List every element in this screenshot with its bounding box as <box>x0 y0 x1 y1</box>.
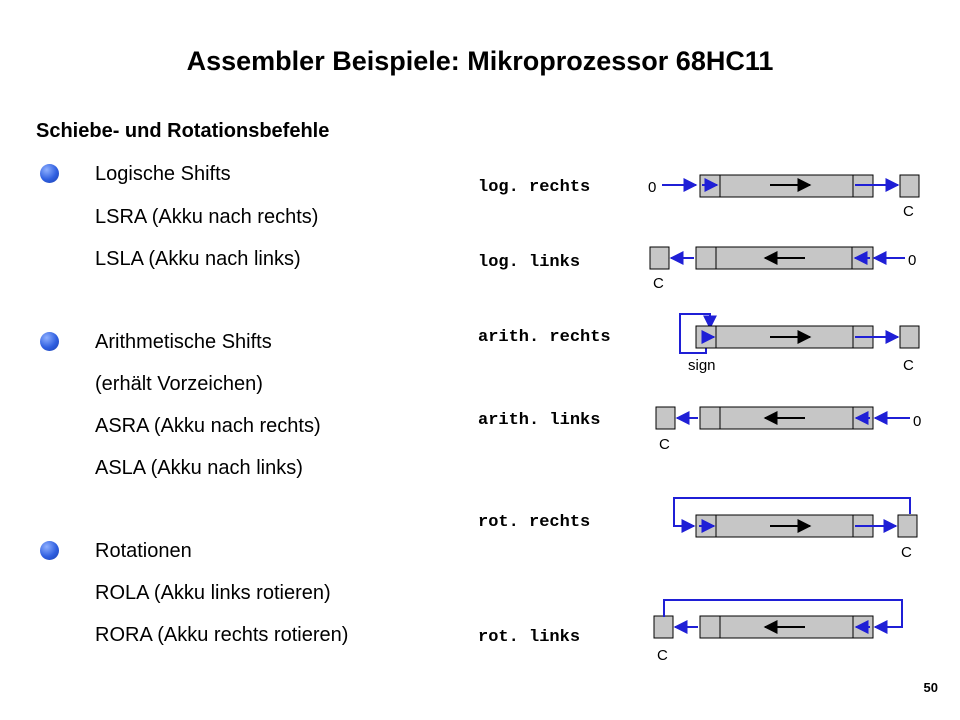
carry-box <box>655 406 676 430</box>
text-line-asra: ASRA (Akku nach rechts) <box>95 415 321 437</box>
diagram-label: log. rechts <box>478 178 590 197</box>
bullet-icon <box>40 332 59 351</box>
slide-title: Assembler Beispiele: Mikroprozessor 68HC… <box>186 46 774 76</box>
group-heading-rotations: Rotationen <box>95 540 192 562</box>
diagram-label: rot. rechts <box>478 513 590 532</box>
text-line-rora: RORA (Akku rechts rotieren) <box>95 624 349 646</box>
diagram-label: rot. links <box>478 628 580 647</box>
text-line-rola: ROLA (Akku links rotieren) <box>95 582 331 604</box>
text-line-lsra: LSRA (Akku nach rechts) <box>95 206 319 228</box>
bullet-icon <box>40 164 59 183</box>
diagram-log-rechts: log. rechts 0 C <box>478 174 920 220</box>
carry-label: C <box>657 647 668 664</box>
diagram-label: arith. links <box>478 411 600 430</box>
text-line-lsla: LSLA (Akku nach links) <box>95 248 301 270</box>
text-line-sign-note: (erhält Vorzeichen) <box>95 373 263 395</box>
page-number: 50 <box>923 680 938 695</box>
diagram-arith-links: arith. links C 0 <box>478 406 921 453</box>
carry-box <box>897 514 918 538</box>
shift-diagrams: log. rechts 0 C log. links C 0 <box>478 174 921 664</box>
carry-box <box>899 174 920 198</box>
carry-label: C <box>901 544 912 561</box>
group-heading-arithmetic: Arithmetische Shifts <box>95 331 272 353</box>
carry-box <box>899 325 920 349</box>
diagram-rot-rechts: rot. rechts C <box>478 497 918 561</box>
carry-label: C <box>903 203 914 220</box>
carry-box <box>653 615 674 639</box>
diagram-label: arith. rechts <box>478 328 611 347</box>
carry-label: C <box>653 275 664 292</box>
text-line-asla: ASLA (Akku nach links) <box>95 457 303 479</box>
diagram-rot-links: rot. links C <box>478 599 903 664</box>
sign-label: sign <box>688 357 716 374</box>
diagram-log-links: log. links C 0 <box>478 246 916 292</box>
carry-box <box>649 246 670 270</box>
diagram-label: log. links <box>478 253 580 272</box>
group-heading-logical: Logische Shifts <box>95 163 231 185</box>
bullet-icon <box>40 541 59 560</box>
zero-input-label: 0 <box>648 179 656 196</box>
diagram-arith-rechts: arith. rechts sign C <box>478 313 920 374</box>
zero-input-label: 0 <box>908 252 916 269</box>
slide-subtitle: Schiebe- und Rotationsbefehle <box>36 120 330 142</box>
carry-label: C <box>659 436 670 453</box>
carry-label: C <box>903 357 914 374</box>
zero-input-label: 0 <box>913 413 921 430</box>
